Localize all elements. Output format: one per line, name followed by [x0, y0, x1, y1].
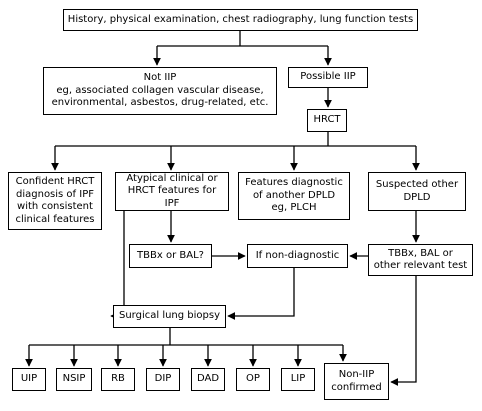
node-op-label: OP [246, 373, 260, 385]
node-confident-label: Confident HRCT diagnosis of IPF with con… [15, 176, 95, 225]
node-op: OP [236, 368, 270, 391]
node-nsip: NSIP [56, 368, 92, 391]
node-non-iip-confirmed: Non-IIP confirmed [324, 363, 389, 400]
node-hrct: HRCT [307, 109, 347, 132]
node-non-diagnostic: If non-diagnostic [247, 244, 348, 268]
node-uip-label: UIP [20, 373, 38, 385]
arrow-tbbx-other-to-non-iip [390, 276, 417, 386]
node-non-iip-label: Non-IIP confirmed [331, 369, 382, 393]
node-uip: UIP [12, 368, 46, 391]
node-start: History, physical examination, chest rad… [63, 9, 418, 31]
node-start-label: History, physical examination, chest rad… [67, 13, 414, 25]
connector-start-split [157, 31, 328, 47]
node-non-diagnostic-label: If non-diagnostic [255, 249, 340, 261]
node-atypical: Atypical clinical or HRCT features for I… [115, 172, 229, 211]
node-tbbx-other: TBBx, BAL or other relevant test [368, 244, 473, 276]
node-surgical-label: Surgical lung biopsy [118, 310, 221, 322]
node-not-iip: Not IIP eg, associated collagen vascular… [43, 67, 277, 115]
arrow-nondiag-to-surgical [227, 268, 295, 320]
node-rb-label: RB [111, 373, 125, 385]
node-features: Features diagnostic of another DPLD eg, … [238, 172, 350, 220]
node-features-label: Features diagnostic of another DPLD eg, … [245, 177, 343, 214]
arrow-atypical-to-surgical [110, 211, 125, 320]
node-suspected: Suspected other DPLD [368, 172, 466, 211]
node-nsip-label: NSIP [62, 373, 86, 385]
node-lip: LIP [281, 368, 315, 391]
node-possible-iip-label: Possible IIP [300, 71, 356, 83]
node-atypical-label: Atypical clinical or HRCT features for I… [126, 172, 218, 209]
connector-hrct-split [55, 132, 416, 147]
connector-surgical-split [29, 328, 343, 346]
node-hrct-label: HRCT [313, 114, 341, 126]
node-suspected-label: Suspected other DPLD [375, 179, 459, 203]
node-not-iip-label: Not IIP eg, associated collagen vascular… [51, 72, 269, 109]
node-tbbx-other-label: TBBx, BAL or other relevant test [373, 247, 468, 272]
node-tbbx-bal-label: TBBx or BAL? [137, 249, 204, 261]
node-dip: DIP [146, 368, 180, 391]
node-possible-iip: Possible IIP [288, 67, 368, 88]
node-surgical: Surgical lung biopsy [113, 305, 226, 328]
node-dad-label: DAD [196, 373, 220, 385]
node-dad: DAD [191, 368, 225, 391]
node-confident: Confident HRCT diagnosis of IPF with con… [8, 172, 102, 230]
node-tbbx-bal: TBBx or BAL? [129, 244, 212, 268]
node-rb: RB [101, 368, 135, 391]
node-lip-label: LIP [290, 373, 306, 385]
node-dip-label: DIP [154, 373, 172, 385]
